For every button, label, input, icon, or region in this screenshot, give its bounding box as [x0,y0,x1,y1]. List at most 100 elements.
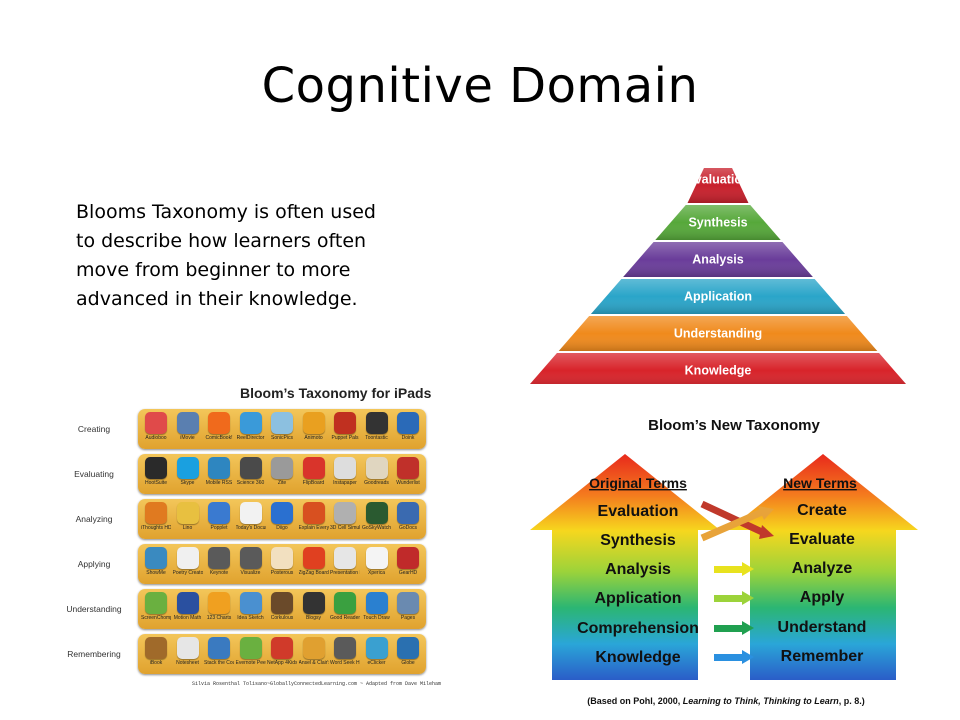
original-term: Application [594,590,681,607]
app-tile: Doink [393,412,423,441]
app-tile: Pages [393,592,423,621]
app-icon [302,457,325,479]
app-tile: ShowMe [141,547,171,576]
ipad-chart-title: Bloom’s Taxonomy for iPads [240,385,432,401]
ipad-chart-credit: Silvia Rosenthal Tolisano~GloballyConnec… [192,681,442,687]
pyramid-level-shade [687,168,749,203]
app-name: Notesheet [176,660,199,666]
app-icon [145,547,167,569]
app-tile: Corkulous [267,592,297,621]
pyramid-level-shade [655,205,781,240]
app-icon [334,637,356,659]
pyramid-level-shade [623,242,813,277]
app-name: Stack the Countries [204,660,234,666]
app-icon [145,592,167,614]
app-name: Skype [180,480,195,486]
app-icon [365,457,388,479]
app-name: Mobile RSS [205,480,233,486]
app-name: HootSuite [145,480,167,486]
ipad-row-label: Understanding [66,604,122,614]
app-icon [334,502,356,524]
app-name: iThoughts HD [141,525,171,531]
app-tile: Presentation Link [330,547,360,576]
original-term: Knowledge [595,649,680,666]
pyramid-level-shade [529,353,906,384]
app-tile: Evernote Peek [236,637,266,666]
app-icon [397,637,419,659]
app-icon [302,637,325,659]
ipad-row-label: Applying [77,559,111,569]
app-name: Evernote Peek [235,660,266,666]
app-name: Pages [400,615,416,621]
app-icon [334,592,356,614]
pyramid-label: Knowledge [685,364,752,378]
pyramid-label: Application [684,290,752,304]
app-tile: NetApp 4Kids [267,637,297,666]
pyramid-label: Evaluation [686,173,749,187]
new-taxonomy-title: Bloom’s New Taxonomy [648,417,820,434]
app-icon [302,592,325,614]
pyramid-label: Analysis [692,253,743,267]
app-icon [302,547,325,569]
app-name: Wunderlist [396,480,420,486]
app-name: iMovie [180,435,195,441]
app-tile: Idea Sketch [236,592,266,621]
ipad-row-label: Creating [77,424,111,434]
app-name: Corkulous [270,615,294,621]
app-name: Audioboo [145,435,167,441]
app-icon [208,592,230,614]
app-name: GoDocs [398,525,418,531]
app-tile: ComicBook! [204,412,234,441]
app-tile: Today's Documents [236,502,266,531]
app-name: Today's Documents [235,525,266,531]
app-tile: Popplet [204,502,234,531]
pyramid-level-shade [590,279,846,314]
app-icon [397,592,419,614]
app-name: Visualize [240,570,261,576]
app-icon [239,547,262,569]
app-tile: Touch Draw [362,592,392,621]
mapping-arrowhead [742,621,754,635]
original-term: Evaluation [598,503,679,520]
app-name: Posterous [270,570,294,576]
mapping-arrowhead [742,591,754,605]
slide-body-text: Blooms Taxonomy is often used to describ… [76,201,376,310]
app-tile: Puppet Pals [330,412,360,441]
app-name: Xperica [368,570,385,576]
app-icon [365,637,388,659]
app-icon [397,502,419,524]
app-tile: eClicker [362,637,392,666]
app-name: Doink [401,435,415,441]
app-icon [302,502,325,524]
new-term: Understand [778,619,867,636]
app-name: 123 Charts [206,615,232,621]
app-icon [208,502,230,524]
app-tile: Science 360 [236,457,266,486]
app-icon [271,457,293,479]
app-name: Poetry Creator [172,570,203,576]
app-tile: 123 Charts [204,592,234,621]
app-tile: Wunderlist [393,457,423,486]
new-taxonomy-footnote: (Based on Pohl, 2000, Learning to Think,… [587,696,865,706]
app-tile: 3D Cell Simulation [330,502,360,531]
app-name: ShowMe [146,570,166,576]
app-tile: Diigo [267,502,297,531]
app-name: SonicPics [271,435,293,441]
app-name: ReelDirector [236,435,265,441]
app-name: Diigo [276,525,288,531]
app-name: ComicBook! [205,435,233,441]
app-name: Explain Everything [298,525,329,531]
original-term: Comprehension [577,620,699,637]
blooms-new-taxonomy: Bloom’s New Taxonomy Original Terms New … [530,417,918,706]
app-tile: Lino [173,502,203,531]
app-name: Globe [401,660,415,666]
new-term: Remember [781,648,864,665]
app-tile: Notesheet [173,637,203,666]
app-icon [208,457,230,479]
app-icon [271,592,293,614]
app-tile: Word Seek HD [330,637,360,666]
